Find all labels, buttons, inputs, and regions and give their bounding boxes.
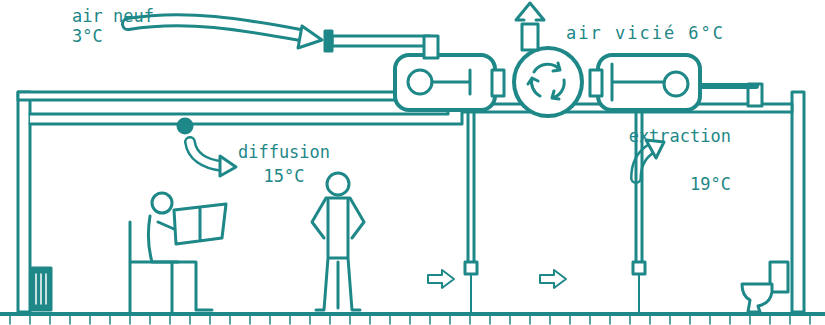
extract-air-label: extraction 19°C <box>586 112 731 208</box>
supply-air-label: diffusion 15°C <box>234 140 334 188</box>
heat-wheel <box>514 48 582 116</box>
fan-symbol <box>664 72 688 96</box>
unit-housing <box>395 55 495 110</box>
radiator <box>31 268 51 310</box>
door-grille <box>633 262 645 274</box>
intake-pipe <box>332 36 430 46</box>
unit-coupling <box>492 70 504 96</box>
person-head <box>327 173 349 195</box>
unit-housing <box>598 55 700 110</box>
toilet-bowl <box>742 284 772 312</box>
diffusion-arrowhead <box>220 156 236 176</box>
fan-outlet <box>432 70 470 94</box>
recycle-arrow <box>552 80 564 99</box>
ceiling-slab <box>18 92 450 100</box>
right-wall <box>792 92 804 312</box>
recycle-arrow <box>534 63 560 72</box>
exhaust-pipe <box>522 24 538 50</box>
extraction-arrow <box>636 148 652 178</box>
exhaust-arrow <box>516 3 544 20</box>
left-wall <box>18 92 30 312</box>
diffuser <box>178 119 192 133</box>
transfer-arrow <box>428 270 454 288</box>
recycle-arrow <box>528 78 540 96</box>
fresh-air-arrow <box>128 20 306 36</box>
diffusion-arrow <box>190 142 222 166</box>
fan-symbol <box>408 70 432 94</box>
fresh-air-arrowhead <box>298 26 322 48</box>
door-grille <box>465 262 477 274</box>
chair <box>130 222 178 312</box>
partition <box>468 112 474 262</box>
radiator-fins <box>36 274 46 304</box>
standing-person <box>316 200 360 310</box>
unit-coupling <box>590 70 602 96</box>
extraction-arrow <box>636 148 652 178</box>
standing-person <box>312 198 364 238</box>
floor-hatching <box>10 316 810 324</box>
floor-line <box>0 312 825 316</box>
person-head <box>152 193 172 213</box>
intake-cap <box>325 31 332 51</box>
intake-pipe <box>424 36 438 58</box>
fresh-air-label: air neuf 3°C <box>72 6 164 46</box>
diffusion-arrow <box>190 142 222 166</box>
exhaust-air-label: air vicié 6°C <box>566 22 816 44</box>
fresh-air-arrow <box>128 20 306 36</box>
transfer-arrow <box>540 270 566 288</box>
fan-inlet <box>612 64 664 100</box>
newspaper <box>174 204 226 244</box>
